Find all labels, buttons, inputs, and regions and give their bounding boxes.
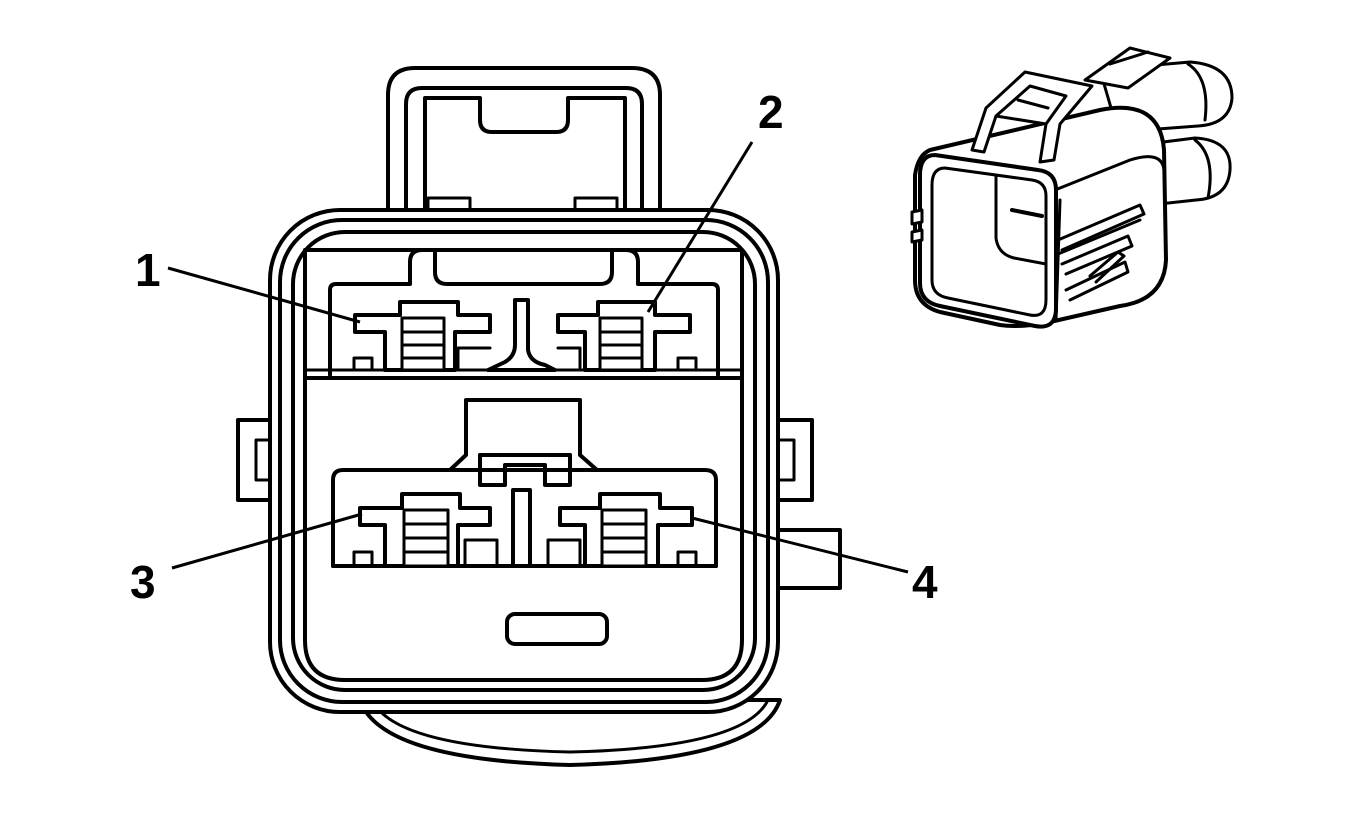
- callout-1-label: 1: [135, 244, 161, 296]
- callout-1: 1: [135, 244, 361, 324]
- callout-4: 4: [691, 516, 938, 608]
- callout-2: 2: [646, 86, 784, 313]
- terminal-4: [546, 492, 698, 568]
- cavity-outline: [303, 248, 744, 682]
- iso-front-face: [918, 153, 1058, 329]
- terminal-3: [352, 492, 499, 568]
- callout-2-label: 2: [758, 86, 784, 138]
- callout-3: 3: [130, 512, 363, 608]
- terminal-2: [556, 300, 698, 372]
- connector-iso-view: [910, 46, 1234, 329]
- side-rib-right-lower: [773, 528, 842, 590]
- callout-4-label: 4: [912, 556, 938, 608]
- connector-face-view: [236, 66, 842, 767]
- callout-3-label: 3: [130, 556, 156, 608]
- bottom-slot: [505, 612, 609, 646]
- callout-2-leader: [646, 141, 754, 313]
- terminal-1: [352, 300, 492, 372]
- callout-4-leader: [691, 516, 909, 574]
- upper-terminal-chamber: [303, 248, 744, 380]
- locking-tab: [386, 66, 662, 217]
- callout-3-leader: [171, 512, 363, 570]
- housing-bottom-rim: [358, 698, 782, 767]
- callout-1-leader: [167, 266, 361, 324]
